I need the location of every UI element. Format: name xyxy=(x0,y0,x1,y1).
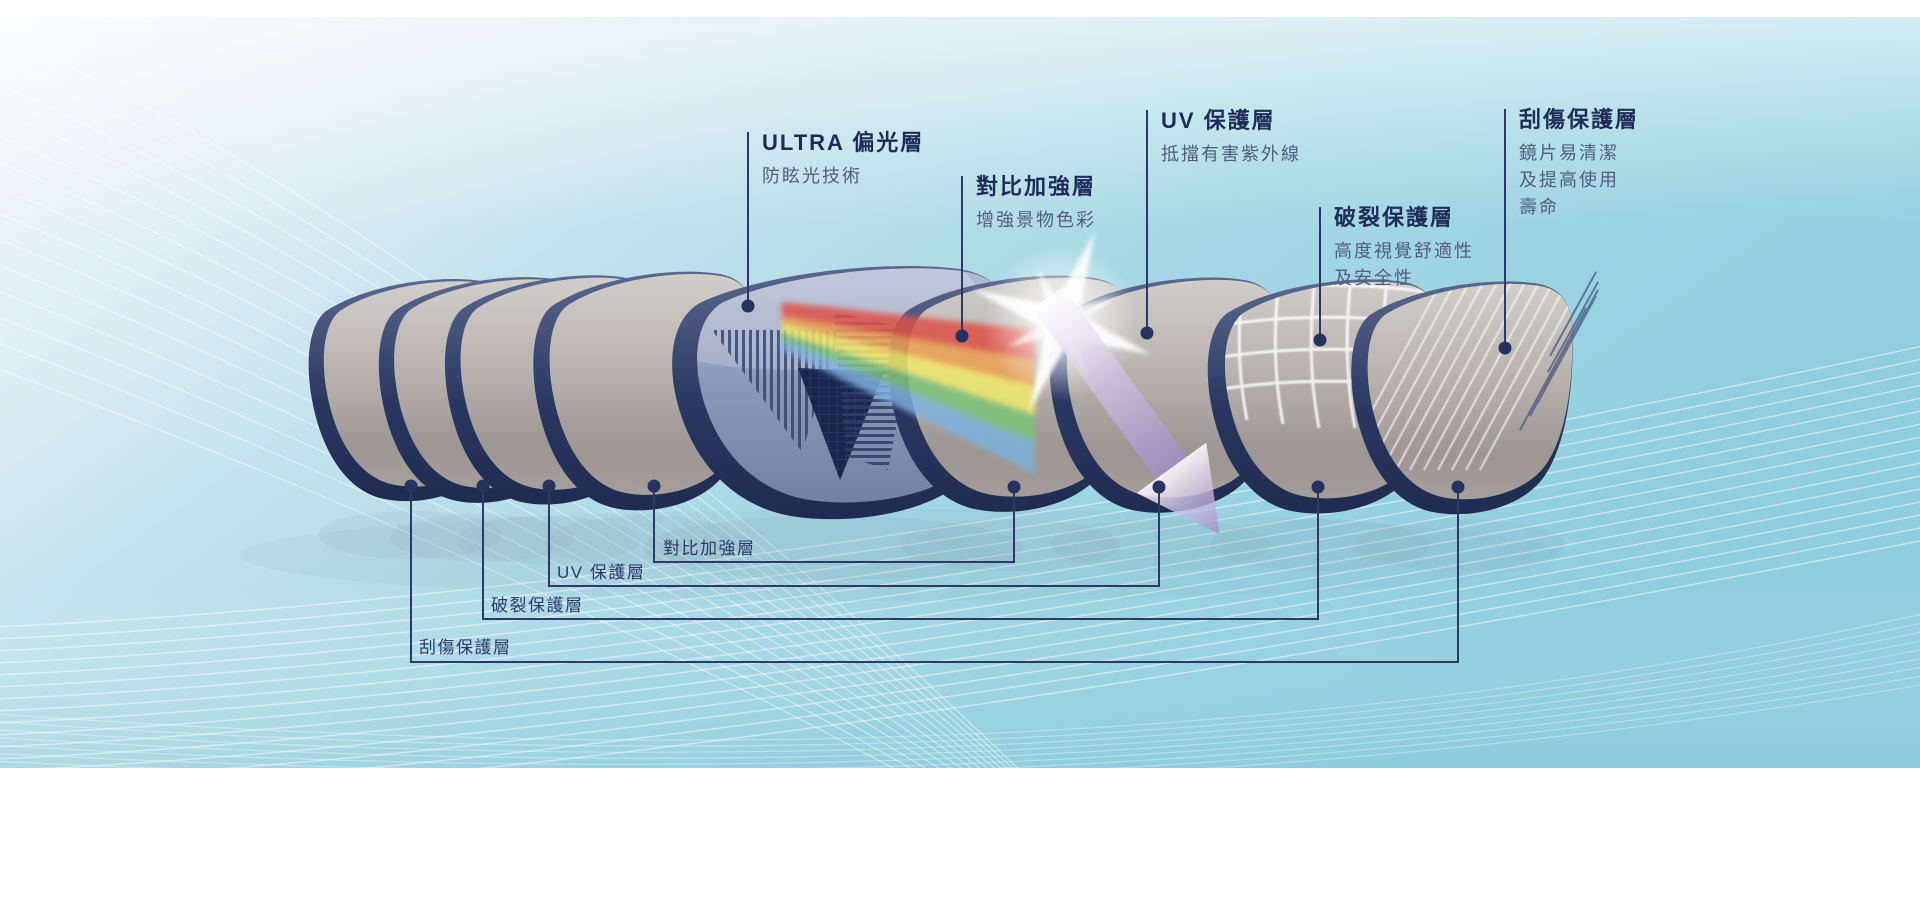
light-arrow-icon xyxy=(1032,286,1220,535)
shatter-subtitle-line-1: 高度視覺舒適性 xyxy=(1334,241,1474,261)
uv-title: UV 保護層 xyxy=(1161,108,1276,133)
scratch-title: 刮傷保護層 xyxy=(1519,107,1640,132)
top-label-uv: UV 保護層 抵擋有害紫外線 xyxy=(1161,108,1301,168)
ultra-polarized-subtitle: 防眩光技術 xyxy=(762,166,862,186)
bottom-label-shatter: 破裂保護層 xyxy=(491,596,584,615)
top-label-shatter: 破裂保護層 高度視覺舒適性 及安全性 xyxy=(1334,205,1474,292)
contrast-subtitle: 增強景物色彩 xyxy=(976,210,1096,230)
background-wave-lines xyxy=(0,32,1920,768)
bottom-label-scratch: 刮傷保護層 xyxy=(419,638,512,657)
ultra-polarized-title: ULTRA 偏光層 xyxy=(762,130,925,155)
top-callout-lines xyxy=(741,109,1512,355)
scratch-subtitle-line-2: 及提高使用 xyxy=(1519,170,1619,190)
top-label-ultra-polarized: ULTRA 偏光層 防眩光技術 xyxy=(762,130,924,190)
lens-stack xyxy=(308,232,1599,535)
shatter-subtitle: 高度視覺舒適性 及安全性 xyxy=(1334,238,1474,292)
top-label-scratch: 刮傷保護層 鏡片易清潔 及提高使用 壽命 xyxy=(1519,107,1639,221)
shatter-subtitle-line-2: 及安全性 xyxy=(1334,268,1414,288)
spectrum-band xyxy=(782,302,1035,474)
scratch-subtitle-line-1: 鏡片易清潔 xyxy=(1519,143,1619,163)
lens-reflections xyxy=(240,509,1565,601)
shatter-title: 破裂保護層 xyxy=(1334,205,1455,230)
scratch-fringe xyxy=(1519,271,1599,431)
scratch-subtitle-line-3: 壽命 xyxy=(1519,197,1559,217)
bottom-callout-lines xyxy=(404,479,1465,663)
bottom-label-contrast: 對比加強層 xyxy=(663,539,756,558)
uv-subtitle: 抵擋有害紫外線 xyxy=(1161,144,1301,164)
contrast-title: 對比加強層 xyxy=(976,174,1097,199)
scratch-subtitle: 鏡片易清潔 及提高使用 壽命 xyxy=(1519,140,1639,221)
top-label-contrast: 對比加強層 增強景物色彩 xyxy=(976,174,1096,234)
bottom-label-uv: UV 保護層 xyxy=(557,563,646,582)
callouts xyxy=(404,109,1512,663)
